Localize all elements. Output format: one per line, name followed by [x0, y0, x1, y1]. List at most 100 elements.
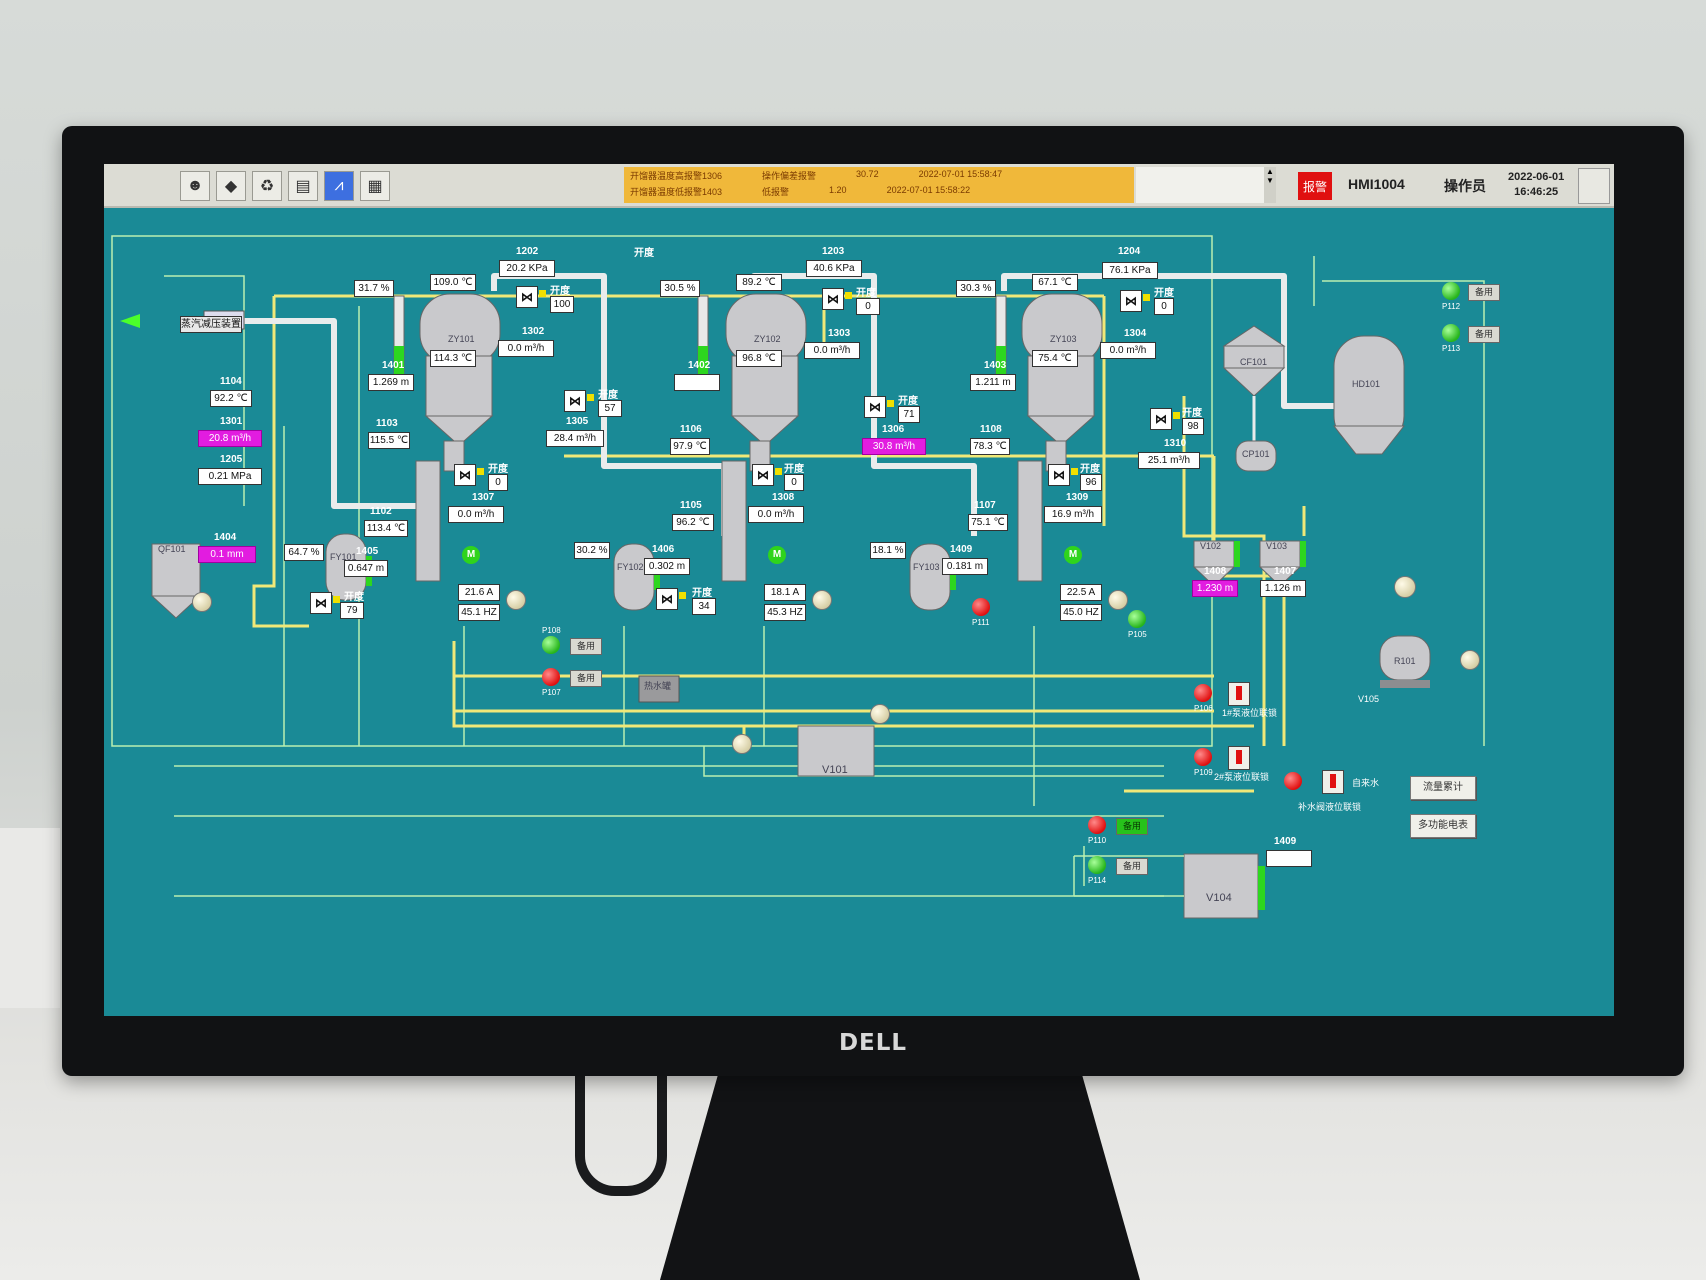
readout-1407: 1.126 m: [1260, 580, 1306, 597]
valve-1309-open[interactable]: 96: [1080, 474, 1102, 491]
p107-spare-button[interactable]: 备用: [570, 670, 602, 687]
pump-p101[interactable]: [506, 590, 526, 610]
steam-reducer-label[interactable]: 蒸汽减压装置: [180, 316, 242, 333]
qf101-vessel[interactable]: [150, 543, 202, 619]
readout-zy102-top-temp: 89.2 ℃: [736, 274, 782, 291]
hd101-vessel[interactable]: [1332, 335, 1406, 455]
readout-fy103-level: 18.1 %: [870, 542, 906, 559]
valve-1310-open[interactable]: 98: [1182, 418, 1204, 435]
pump-p110[interactable]: [1088, 816, 1106, 834]
evaporator-zy101[interactable]: [393, 293, 501, 582]
v103-vessel[interactable]: [1258, 540, 1306, 587]
valve-fy101[interactable]: ⋈: [310, 592, 340, 614]
p110-spare-button[interactable]: 备用: [1116, 818, 1148, 835]
p112-spare-button[interactable]: 备用: [1468, 284, 1500, 301]
valve-1308-open-label: 开度: [784, 464, 804, 475]
tag-1310: 1310: [1164, 438, 1187, 449]
pump-p114[interactable]: [1088, 856, 1106, 874]
valve-1309[interactable]: ⋈: [1048, 464, 1078, 486]
v104-label: V104: [1206, 892, 1232, 904]
pump-qf101[interactable]: [192, 592, 212, 612]
cf101-cyclone[interactable]: [1222, 325, 1286, 472]
pump-p107[interactable]: [542, 668, 560, 686]
level-switch-2[interactable]: [1228, 746, 1250, 770]
valve-1308-open[interactable]: 0: [784, 474, 804, 491]
valve-fy101-open-label: 开度: [344, 592, 364, 603]
valve-zy103-open[interactable]: 0: [1154, 298, 1174, 315]
toolbar-end-button[interactable]: [1578, 168, 1610, 204]
evaporator-zy103[interactable]: [909, 293, 1103, 611]
valve-fy102-open[interactable]: 34: [692, 598, 716, 615]
pump-p113[interactable]: [1442, 324, 1460, 342]
pump-p108[interactable]: [542, 636, 560, 654]
valve-fy102[interactable]: ⋈: [656, 588, 686, 610]
motor-p101-icon[interactable]: M: [462, 546, 480, 564]
pump-p111[interactable]: [972, 598, 990, 616]
document-icon[interactable]: ▦: [360, 171, 390, 201]
pump-p109[interactable]: [1194, 748, 1212, 766]
v101-tank[interactable]: [797, 725, 875, 777]
valve-1305-open[interactable]: 57: [598, 400, 622, 417]
alarm-list[interactable]: 开馏器温度高报警1306 操作偏差报警 30.72 2022-07-01 15:…: [624, 167, 1134, 203]
book-icon[interactable]: ▤: [288, 171, 318, 201]
pump-v101-left[interactable]: [732, 734, 752, 754]
chart-icon[interactable]: ⩘: [324, 171, 354, 201]
recycle-icon[interactable]: ♻: [252, 171, 282, 201]
hot-water-tank[interactable]: [638, 675, 680, 703]
motor-p102-icon[interactable]: M: [768, 546, 786, 564]
pump-p112[interactable]: [1442, 282, 1460, 300]
power-meter-button[interactable]: 多功能电表: [1410, 814, 1476, 838]
valve-zy101-open[interactable]: 100: [550, 296, 574, 313]
users-icon[interactable]: ☻: [180, 171, 210, 201]
agitator-motor-icon[interactable]: [1394, 576, 1416, 598]
valve-1310-open-label: 开度: [1182, 408, 1202, 419]
valve-1305[interactable]: ⋈: [564, 390, 594, 412]
valve-zy103-top[interactable]: ⋈: [1120, 290, 1150, 312]
valve-1310[interactable]: ⋈: [1150, 408, 1180, 430]
valve-zy102-open[interactable]: 0: [856, 298, 880, 315]
tag-1202: 1202: [516, 246, 539, 257]
valve-zy102-top[interactable]: ⋈: [822, 288, 852, 310]
valve-zy101-top[interactable]: ⋈: [516, 286, 546, 308]
valve-zy101-open-label: 开度: [550, 286, 570, 297]
alarm-button[interactable]: 报警: [1298, 172, 1332, 200]
v102-label: V102: [1200, 541, 1222, 551]
level-switch-1[interactable]: [1228, 682, 1250, 706]
pump-p106-label: P106: [1194, 704, 1213, 713]
valve-1306-open[interactable]: 71: [898, 406, 920, 423]
pump-p109-label: P109: [1194, 768, 1213, 777]
tag-1102: 1102: [370, 506, 392, 517]
valve-1307[interactable]: ⋈: [454, 464, 484, 486]
p108-spare-button[interactable]: 备用: [570, 638, 602, 655]
pump-p102[interactable]: [812, 590, 832, 610]
v102-vessel[interactable]: [1192, 540, 1240, 587]
readout-1105: 96.2 ℃: [672, 514, 714, 531]
motor-p103-icon[interactable]: M: [1064, 546, 1082, 564]
valve-1306[interactable]: ⋈: [864, 396, 894, 418]
alarm-row[interactable]: 开馏器温度高报警1306 操作偏差报警 30.72 2022-07-01 15:…: [630, 169, 1003, 181]
makeup-valve-icon[interactable]: [1284, 772, 1302, 790]
v104-tank[interactable]: [1183, 853, 1259, 919]
alarm-row[interactable]: 开馏器温度低报警1403 低报警 1.20 2022-07-01 15:58:2…: [630, 185, 971, 197]
level-switch-makeup[interactable]: [1322, 770, 1344, 794]
pump-p105[interactable]: [1128, 610, 1146, 628]
readout-1402: [674, 374, 720, 391]
cf101-label: CF101: [1240, 357, 1268, 367]
valve-fy101-open[interactable]: 79: [340, 602, 364, 619]
pump-p103[interactable]: [1108, 590, 1128, 610]
tag-icon[interactable]: ◆: [216, 171, 246, 201]
p114-spare-button[interactable]: 备用: [1116, 858, 1148, 875]
flow-totalizer-button[interactable]: 流量累计: [1410, 776, 1476, 800]
tag-1408: 1408: [1204, 566, 1227, 577]
tag-1105: 1105: [680, 500, 702, 511]
pump-p106[interactable]: [1194, 684, 1212, 702]
pump-v101-right[interactable]: [870, 704, 890, 724]
valve-1308[interactable]: ⋈: [752, 464, 782, 486]
r101-vessel[interactable]: [1379, 635, 1431, 688]
alarm-scrollbar[interactable]: ▲▼: [1264, 167, 1276, 203]
p113-spare-button[interactable]: 备用: [1468, 326, 1500, 343]
pump-r101[interactable]: [1460, 650, 1480, 670]
monitor-bezel: DELL ☻ ◆ ♻ ▤ ⩘ ▦ 开馏器温度高报警1306 操作偏差报警 30.…: [62, 126, 1684, 1076]
pump-p110-label: P110: [1088, 836, 1107, 845]
valve-1307-open[interactable]: 0: [488, 474, 508, 491]
